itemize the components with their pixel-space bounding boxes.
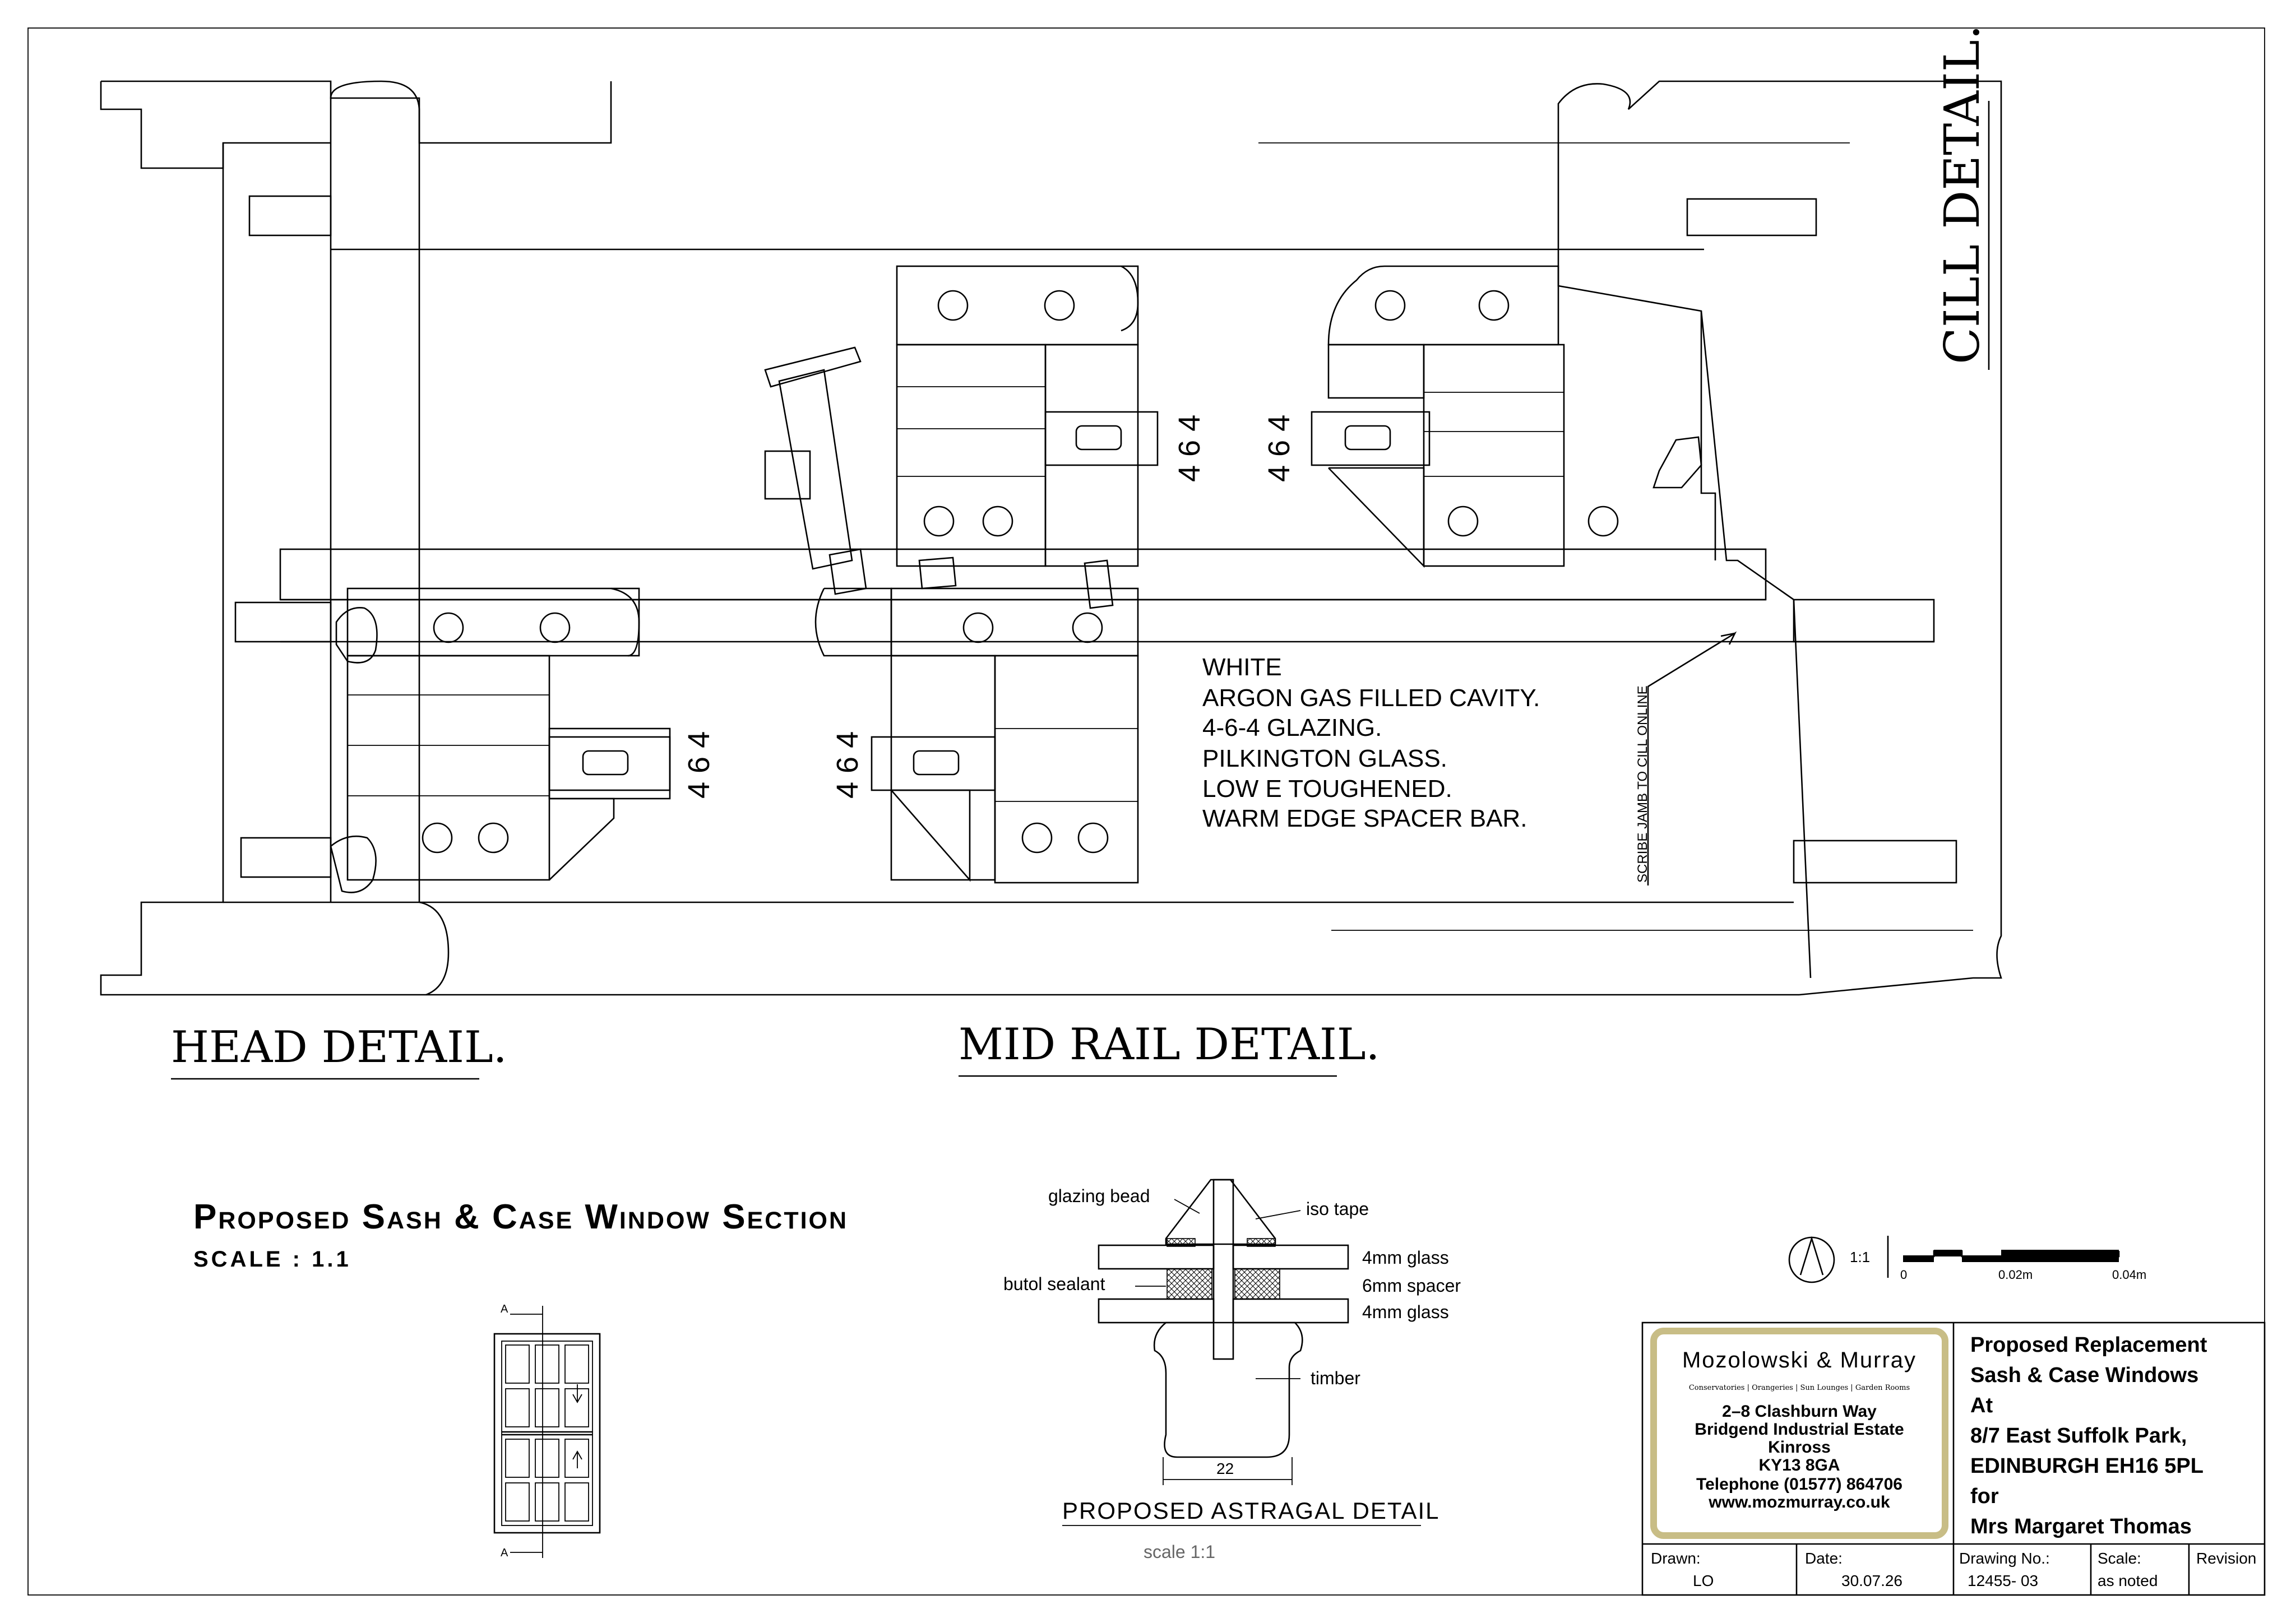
field-drawn-value: LO	[1693, 1572, 1714, 1589]
company-phone: Telephone (01577) 864706	[1696, 1475, 1902, 1494]
project-line: for	[1970, 1485, 1999, 1508]
north-marker	[1788, 1236, 1835, 1283]
field-date-label: Date:	[1805, 1550, 1843, 1567]
spec-notes: WHITE ARGON GAS FILLED CAVITY. 4-6-4 GLA…	[1202, 653, 1540, 832]
astragal-title: PROPOSED ASTRAGAL DETAIL	[1062, 1497, 1440, 1524]
field-revision-label: Revision	[2196, 1550, 2256, 1567]
spec-note-line: WARM EDGE SPACER BAR.	[1202, 805, 1527, 832]
project-line: Proposed Replacement	[1970, 1333, 2207, 1357]
spec-note-line: LOW E TOUGHENED.	[1202, 775, 1452, 803]
company-web: www.mozmurray.co.uk	[1708, 1493, 1890, 1511]
glazing-dim-mid-upper: 4 6 4	[1173, 415, 1206, 482]
label-glass-bottom: 4mm glass	[1362, 1302, 1449, 1322]
label-timber: timber	[1311, 1368, 1360, 1388]
spec-note-line: ARGON GAS FILLED CAVITY.	[1202, 684, 1540, 712]
head-detail-title: HEAD DETAIL.	[171, 1022, 507, 1073]
field-scale-value: as noted	[2098, 1572, 2158, 1589]
mid-rail-detail-title: MID RAIL DETAIL.	[959, 1019, 1380, 1070]
glazing-dimensions: 4 6 4 4 6 4 4 6 4 4 6 4	[682, 415, 1296, 799]
label-iso-tape: iso tape	[1306, 1199, 1369, 1219]
field-drawing-no-label: Drawing No.:	[1959, 1550, 2050, 1567]
glazing-units	[548, 411, 1431, 791]
project-info: Proposed Replacement Sash & Case Windows…	[1970, 1333, 2207, 1538]
section-marker-a-bottom: A	[501, 1547, 508, 1559]
glass-bottom-left	[1098, 1298, 1215, 1324]
label-width: 22	[1216, 1460, 1234, 1477]
spec-note-line: WHITE	[1202, 653, 1282, 681]
cill-detail-title: CILL DETAIL.	[1934, 25, 1991, 364]
title-block	[1641, 1321, 2266, 1596]
project-line: EDINBURGH EH16 5PL	[1970, 1454, 2204, 1478]
astragal-detail	[1098, 1179, 1349, 1485]
scale-bar-ratio: 1:1	[1850, 1249, 1870, 1265]
glazing-dim-mid-lower: 4 6 4	[831, 731, 864, 799]
label-glass-top: 4mm glass	[1362, 1248, 1449, 1268]
scribe-note: SCRIBE JAMB TO CILL ONLINE	[1635, 685, 1650, 883]
label-butol-sealant: butol sealant	[1003, 1274, 1105, 1294]
glazing-dim-cill: 4 6 4	[1262, 415, 1296, 482]
screw-fixings	[422, 290, 1619, 854]
logo-panel	[1650, 1328, 1948, 1539]
glass-top-right	[1232, 1244, 1349, 1270]
title-block-fields: Drawn: LO Date: 30.07.26 Drawing No.: 12…	[1651, 1550, 2256, 1589]
field-drawn-label: Drawn:	[1651, 1550, 1701, 1567]
scale-tick-0: 0	[1900, 1268, 1907, 1282]
glass-bottom-right	[1232, 1298, 1349, 1324]
glazing-dim-head: 4 6 4	[682, 731, 716, 799]
company-name: Mozolowski & Murray	[1682, 1348, 1917, 1372]
company-tagline: Conservatories | Orangeries | Sun Lounge…	[1689, 1384, 1910, 1392]
label-glazing-bead: glazing bead	[1048, 1186, 1150, 1206]
astragal-scale: scale 1:1	[1144, 1542, 1215, 1562]
section-scale: SCALE : 1.1	[193, 1247, 351, 1272]
label-spacer: 6mm spacer	[1362, 1276, 1461, 1296]
window-elevation	[493, 1306, 601, 1558]
astragal-labels: glazing bead iso tape 4mm glass 6mm spac…	[1003, 1186, 1461, 1477]
address-line: 2–8 Clashburn Way	[1722, 1402, 1877, 1421]
scale-tick-1: 0.02m	[1998, 1268, 2033, 1282]
sheet-border	[27, 27, 2265, 1596]
scale-bar	[1887, 1236, 2120, 1278]
glass-top-left	[1098, 1244, 1215, 1270]
company-address: 2–8 Clashburn Way Bridgend Industrial Es…	[1695, 1402, 1904, 1511]
address-line: KY13 8GA	[1758, 1456, 1840, 1474]
section-title: Proposed Sash & Case Window Section	[193, 1198, 848, 1236]
address-line: Kinross	[1768, 1438, 1831, 1457]
project-line: 8/7 East Suffolk Park,	[1970, 1424, 2187, 1448]
section-marker-a-top: A	[501, 1303, 508, 1315]
address-line: Bridgend Industrial Estate	[1695, 1420, 1904, 1439]
project-line: Mrs Margaret Thomas	[1970, 1515, 2192, 1538]
project-line: Sash & Case Windows	[1970, 1364, 2198, 1387]
main-section-drawing	[100, 80, 2002, 996]
field-drawing-no-value: 12455- 03	[1968, 1572, 2038, 1589]
spec-note-line: PILKINGTON GLASS.	[1202, 745, 1447, 772]
field-date-value: 30.07.26	[1841, 1572, 1902, 1589]
project-line: At	[1970, 1394, 1993, 1417]
seal-profiles	[330, 436, 1702, 893]
field-scale-label: Scale:	[2098, 1550, 2141, 1567]
scale-tick-2: 0.04m	[2112, 1268, 2146, 1282]
spec-note-line: 4-6-4 GLAZING.	[1202, 714, 1382, 741]
